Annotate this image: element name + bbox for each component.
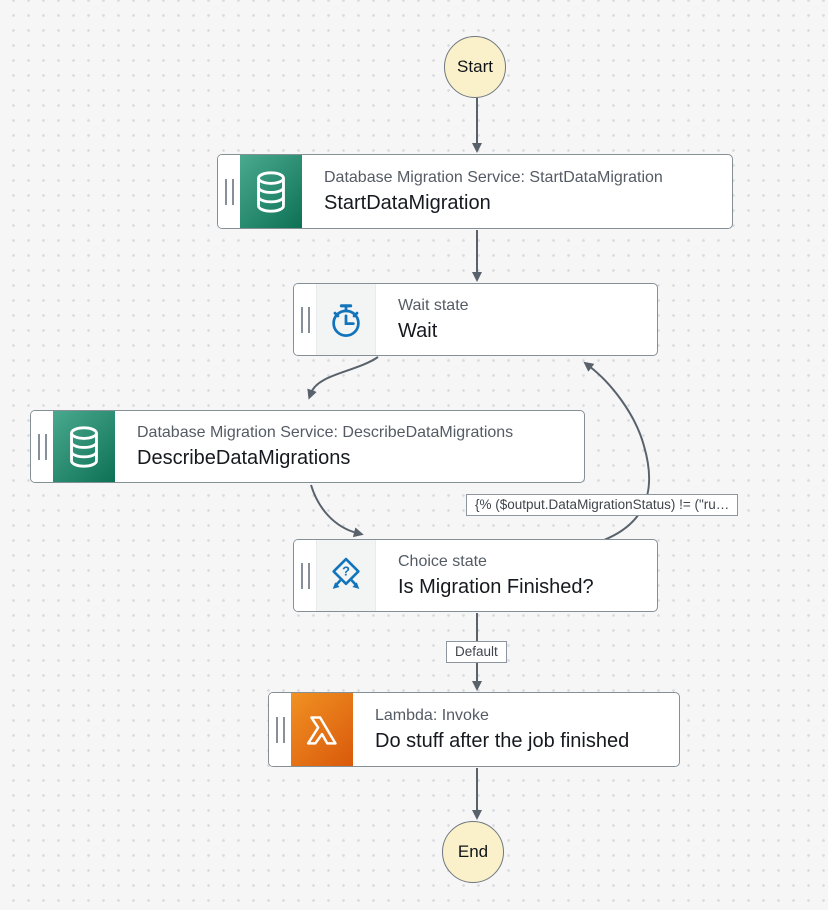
- dms-database-icon: [53, 411, 115, 482]
- transition-default-label: Default: [446, 641, 507, 663]
- state-node-is-migration-finished[interactable]: ? Choice state Is Migration Finished?: [293, 539, 658, 612]
- transition-condition-label: {% ($output.DataMigrationStatus) != ("ru…: [466, 494, 739, 516]
- choice-branch-icon: ?: [316, 540, 376, 611]
- end-terminal: End: [442, 821, 504, 883]
- state-type-label: Database Migration Service: DescribeData…: [137, 423, 514, 441]
- drag-handle[interactable]: [294, 540, 316, 611]
- state-type-label: Wait state: [398, 296, 469, 314]
- state-type-label: Lambda: Invoke: [375, 706, 489, 724]
- grip-icon: [37, 433, 47, 460]
- lambda-icon: [291, 693, 353, 766]
- state-name: StartDataMigration: [324, 191, 491, 214]
- state-type-label: Choice state: [398, 552, 487, 570]
- start-label: Start: [457, 57, 493, 76]
- start-terminal: Start: [444, 36, 506, 98]
- edge-choice-to-wait-loop: [583, 361, 651, 541]
- drag-handle[interactable]: [294, 284, 316, 355]
- state-node-wait[interactable]: Wait state Wait: [293, 283, 658, 356]
- state-type-label: Database Migration Service: StartDataMig…: [324, 168, 663, 186]
- state-name: Do stuff after the job finished: [375, 729, 630, 752]
- drag-handle[interactable]: [31, 411, 53, 482]
- grip-icon: [300, 562, 310, 589]
- state-name: Wait: [398, 319, 438, 342]
- stopwatch-icon: [316, 284, 376, 355]
- state-node-lambda-invoke[interactable]: Lambda: Invoke Do stuff after the job fi…: [268, 692, 680, 767]
- edge-describe-to-choice: [310, 484, 364, 538]
- grip-icon: [300, 306, 310, 333]
- grip-icon: [224, 178, 234, 205]
- state-node-describedatamigrations[interactable]: Database Migration Service: DescribeData…: [30, 410, 585, 483]
- end-label: End: [457, 842, 489, 861]
- grip-icon: [275, 716, 285, 743]
- state-node-startdatamigration[interactable]: Database Migration Service: StartDataMig…: [217, 154, 733, 229]
- edge-wait-to-describe: [307, 356, 379, 400]
- state-name: Is Migration Finished?: [398, 575, 594, 598]
- drag-handle[interactable]: [269, 693, 291, 766]
- svg-text:?: ?: [342, 563, 350, 578]
- state-name: DescribeDataMigrations: [137, 446, 351, 469]
- drag-handle[interactable]: [218, 155, 240, 228]
- dms-database-icon: [240, 155, 302, 228]
